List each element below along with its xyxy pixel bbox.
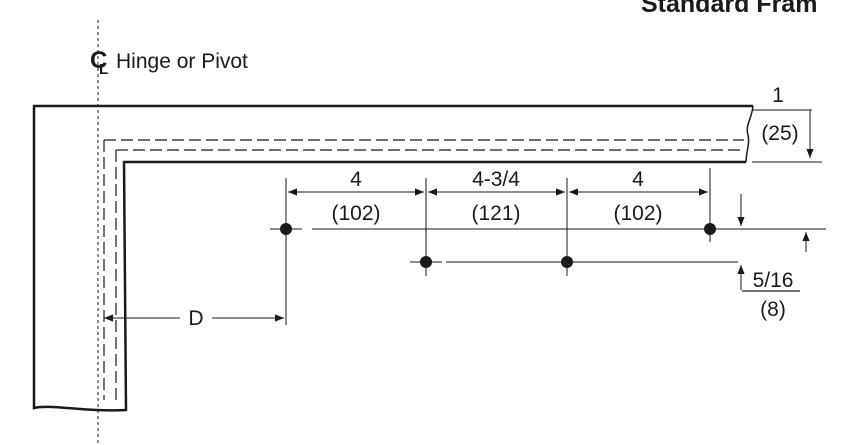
spacing-3-metric: (102) (613, 202, 662, 225)
frame-break-edge (745, 105, 754, 163)
hole-4 (704, 223, 716, 235)
diagram-title: Standard Fram (641, 0, 817, 18)
centerline-symbol-l: L (99, 61, 108, 78)
hidden-lines (103, 139, 744, 400)
extension-lines (285, 161, 826, 325)
top-offset-imperial: 1 (772, 84, 784, 107)
spacing-2-imperial: 4-3/4 (472, 168, 520, 191)
hole-offset-imperial: 5/16 (753, 269, 794, 292)
spacing-1-metric: (102) (331, 202, 380, 225)
centerline-symbol-c: C (90, 47, 107, 74)
spacing-1-imperial: 4 (350, 168, 362, 191)
mounting-holes (270, 213, 716, 268)
centerline-label: Hinge or Pivot (116, 50, 248, 73)
spacing-2-metric: (121) (471, 202, 520, 225)
centerline-symbol: C L (90, 47, 108, 78)
hole-offset-metric: (8) (760, 298, 786, 321)
spacing-3-imperial: 4 (632, 168, 644, 191)
frame-outline (32, 104, 753, 412)
distance-label: D (188, 307, 203, 330)
top-offset-metric: (25) (761, 122, 798, 145)
